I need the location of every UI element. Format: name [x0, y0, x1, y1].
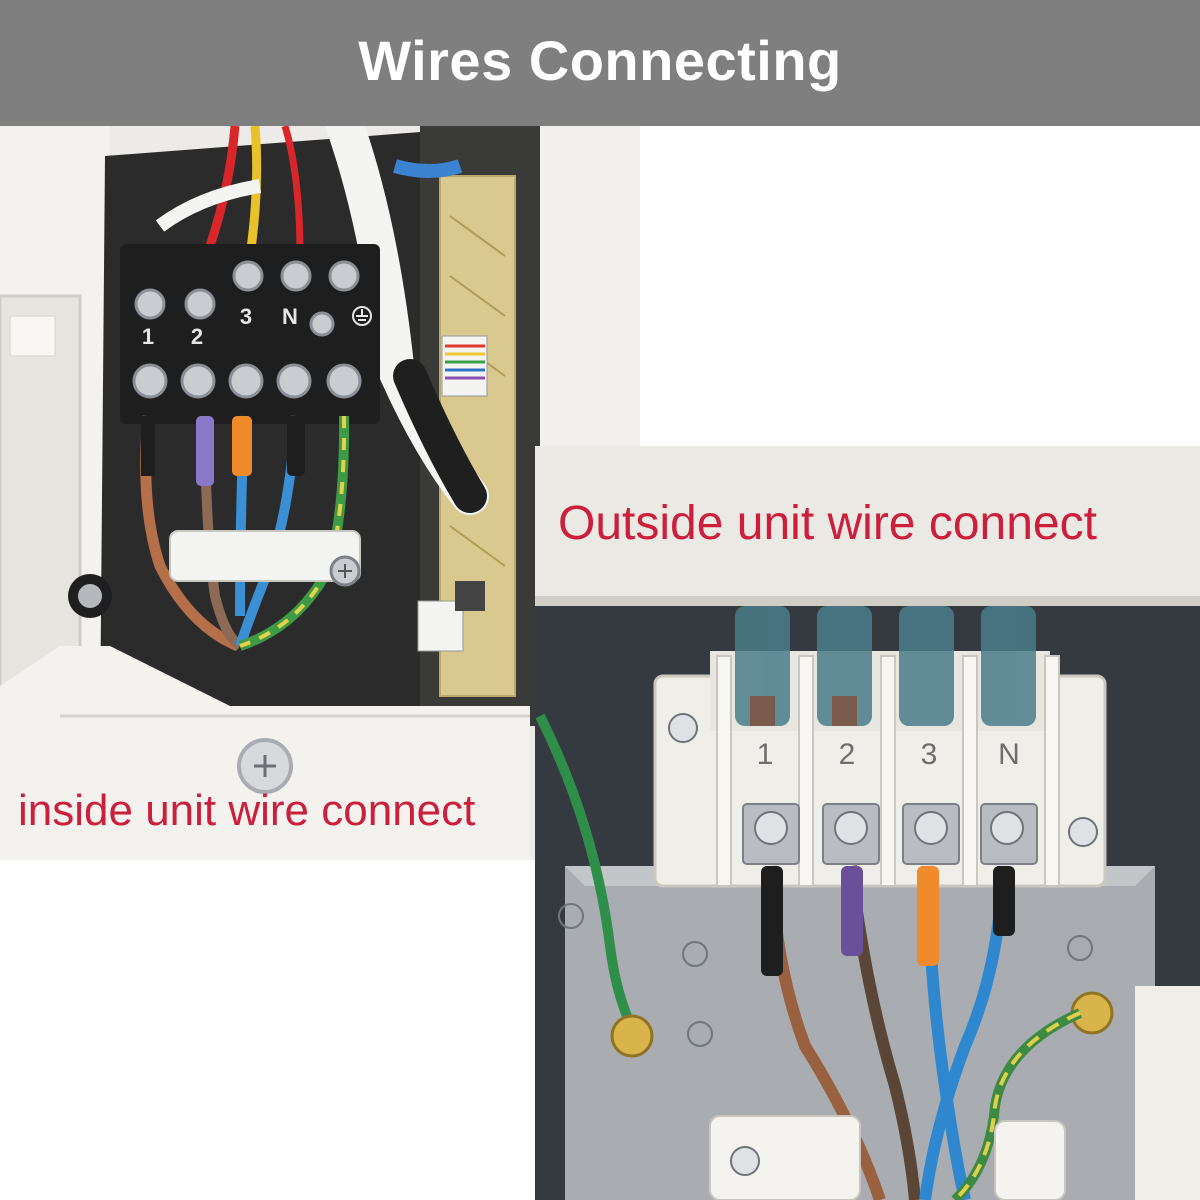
outside-terminal-label-2: 2 [839, 738, 856, 771]
inside-terminal-screws-top [134, 260, 360, 337]
inside-terminal-screws-bottom [132, 363, 362, 399]
outside-terminal-label-3: 3 [921, 738, 938, 771]
inside-terminal-label-n: N [282, 304, 298, 329]
screw-icon [329, 555, 361, 587]
inside-terminal-label-2: 2 [191, 324, 203, 349]
inside-unit-photo: 1 2 3 N [0, 126, 640, 860]
outside-terminal-label-1: 1 [757, 738, 774, 771]
inside-unit-illustration: 1 2 3 N [0, 126, 640, 860]
outside-unit-photo: 1 2 3 N [535, 446, 1200, 1200]
page-title: Wires Connecting [358, 28, 842, 92]
outside-unit-caption: Outside unit wire connect [558, 497, 1097, 550]
inside-terminal-label-1: 1 [142, 324, 154, 349]
outside-terminal-label-n: N [998, 738, 1020, 771]
ground-symbol-icon [352, 306, 372, 326]
header-banner: Wires Connecting [0, 0, 1200, 126]
front-screw-icon [237, 738, 293, 794]
inside-terminal-label-3: 3 [240, 304, 252, 329]
outside-terminal-screws [742, 803, 1038, 865]
inside-unit-caption: inside unit wire connect [18, 786, 476, 835]
outside-unit-illustration: 1 2 3 N [535, 446, 1200, 1200]
